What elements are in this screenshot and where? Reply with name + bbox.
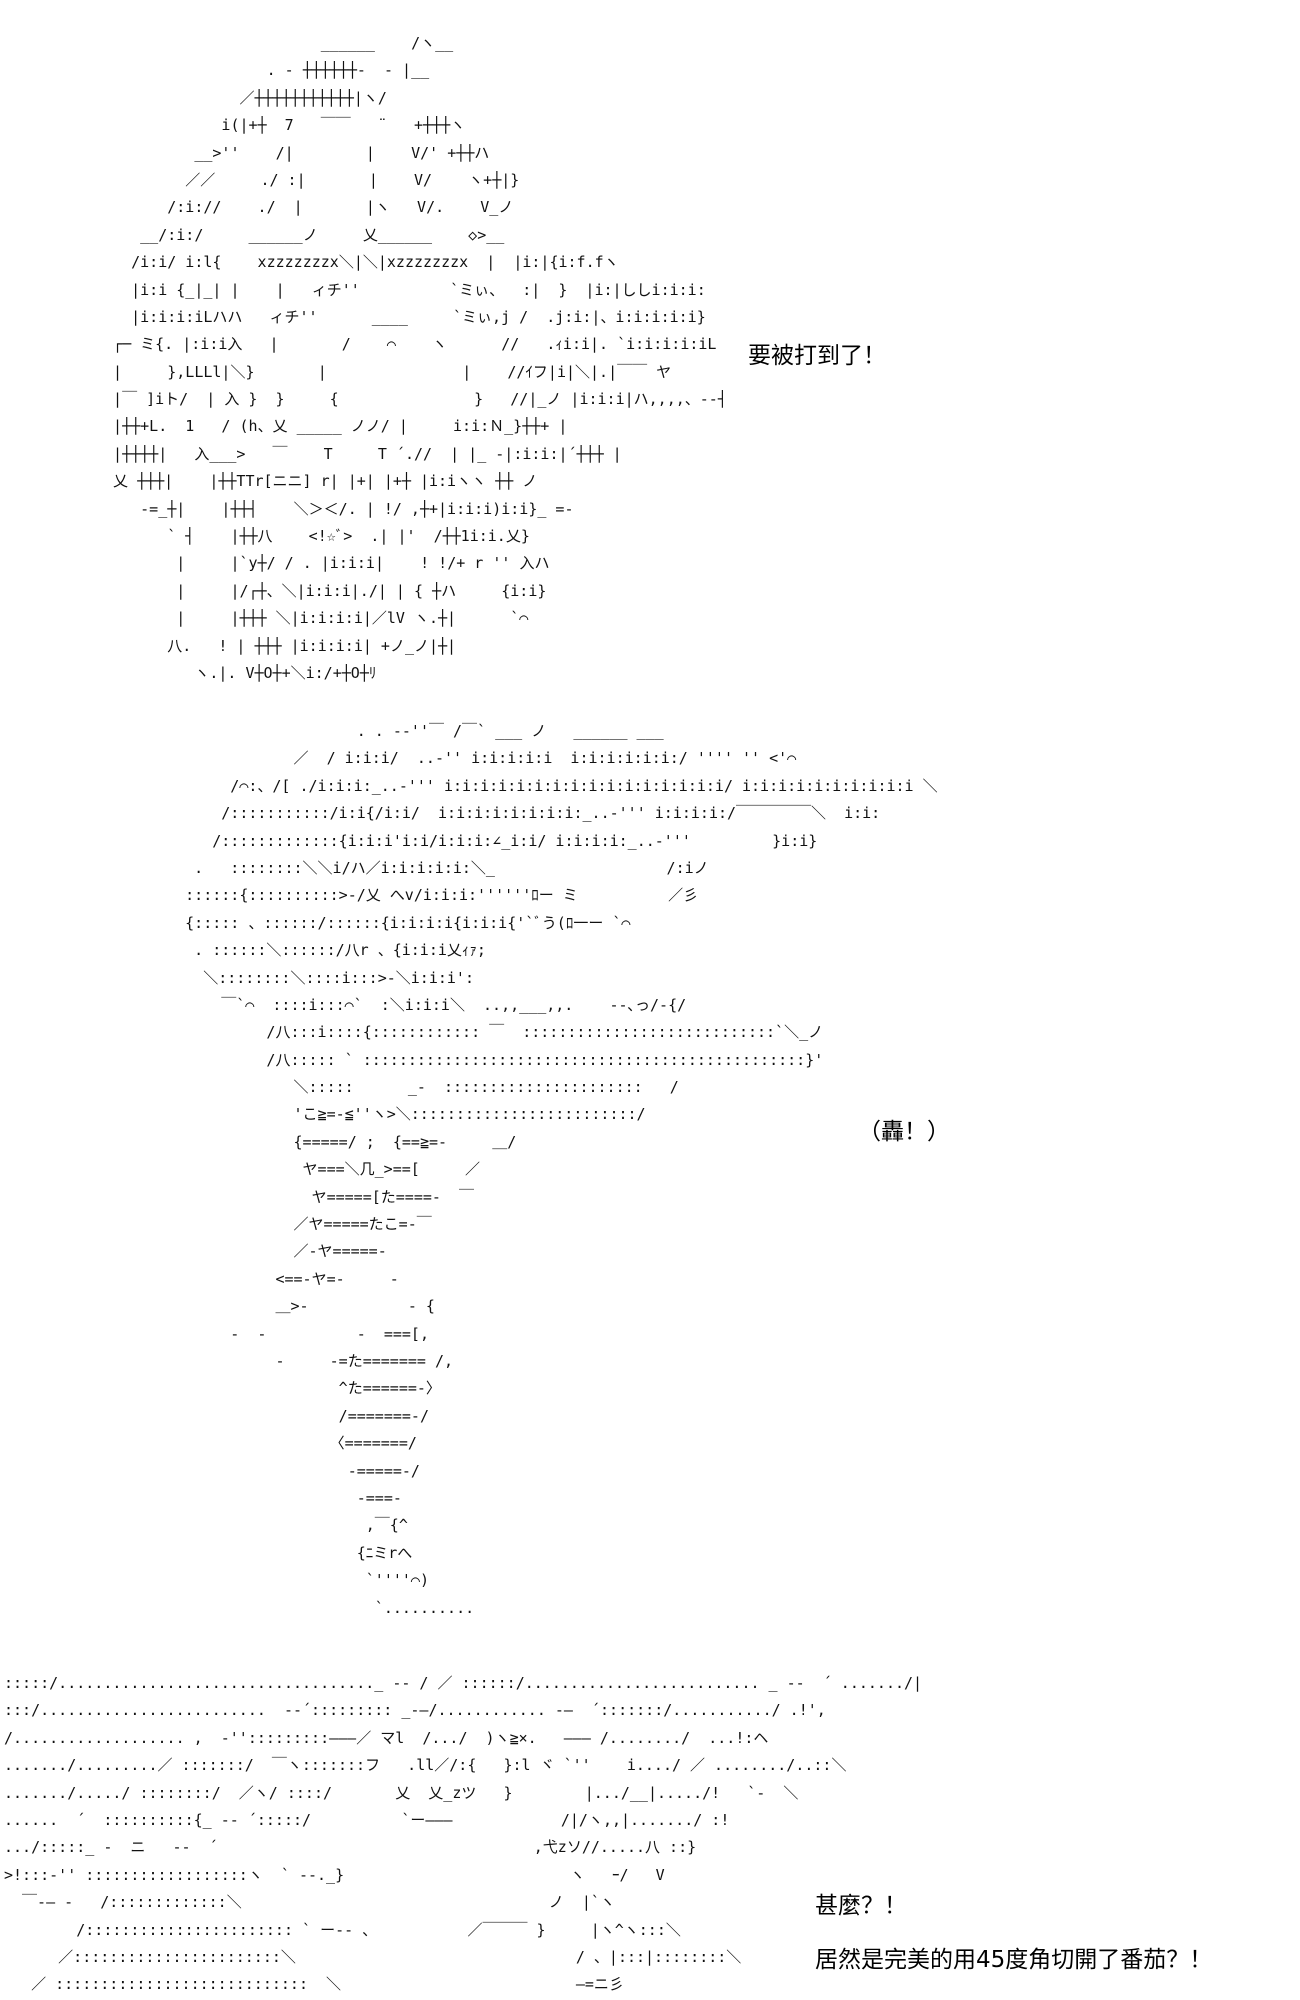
ascii-art-line: -===- [140, 1488, 402, 1507]
ascii-art-line: | |`y┼/ / . |i:i:i| ! !/+ r '' 入ハ [95, 554, 550, 573]
ascii-art-line: {::::: 、::::::/::::::{i:i:i:i{i:i:i{'`ﾞう… [140, 913, 631, 932]
ascii-art-line: /::::::::::::::::::::::: ` ー‐- 、 ／￣￣￣ } … [4, 1920, 681, 1939]
ascii-art-line: 〈=======/ [140, 1434, 417, 1453]
ascii-art-line: ／／ ./ :| | V/ ヽ+┼|} [95, 170, 520, 189]
ascii-art-line: {ﾆミrへ [140, 1543, 413, 1562]
ascii-art-line: ` ┤ |┼┼八 <!☆ﾞ> .| |' /┼┼1i:i.乂} [95, 527, 530, 546]
ascii-art-line: ＼::::::::＼::::i:::>-＼i:i:i': [140, 968, 474, 987]
ascii-art-line: | |/┌┼、＼|i:i:i|./| | { ┼ハ {i:i} [95, 581, 547, 600]
ascii-art-line: | |┼┼┼ ＼|i:i:i:i|／lV ヽ.┼| `⌒ [95, 609, 529, 628]
ascii-art-line: <==-ヤ=- - [140, 1269, 399, 1288]
ascii-art-panel-3: :::::/..................................… [4, 1670, 922, 1999]
ascii-art-line: |┼┼+L. 1 / (h、乂 _____ ノノ/ | i:i:Ｎ_}┼┼+ | [95, 417, 568, 436]
ascii-art-line: ヤ===＼几_>==[ ／ [140, 1160, 480, 1179]
ascii-art-line: -=====-/ [140, 1461, 420, 1480]
ascii-art-line: {=====/ ; {==≧=- ＿/ [140, 1132, 517, 1151]
ascii-art-line: ......./...../ ::::::::/ ／ヽ/ ::::/ 乂 乂_z… [4, 1783, 799, 1802]
ascii-art-line: /⌒:、/[ ./i:i:i:_..-''' i:i:i:i:i:i:i:i:i… [140, 776, 938, 795]
ascii-art-line: ,￣{^ [140, 1516, 408, 1535]
ascii-art-line: . . -‐''￣ /￣` ___ ノ ______ ___ [140, 722, 664, 740]
ascii-art-line: ／:::::::::::::::::::::::＼ / 、|:::|::::::… [4, 1947, 742, 1966]
ascii-art-line: /i:i/ i:l{ xzzzzzzzx＼|＼|xzzzzzzzx | |i:|… [95, 253, 619, 272]
ascii-art-line: ^た======-〉 [140, 1379, 441, 1398]
ascii-art-line: /八:::i::::{:::::::::::: ￣ ::::::::::::::… [140, 1023, 824, 1042]
ascii-art-line: ...... ´ ::::::::::{_ -‐ ´:::::/ `ー――― /… [4, 1810, 730, 1829]
ascii-art-line: . ::::::::＼＼i/ハ／i:i:i:i:i:＼_ /:iノ [140, 858, 709, 877]
ascii-art-line: - - - ===[, [140, 1324, 429, 1343]
ascii-art-line: :::/......................... -‐´:::::::… [4, 1701, 826, 1720]
ascii-art-line: /:i:// ./ | |ヽ V/. V_ノ [95, 198, 514, 217]
ascii-art-line: ／ :::::::::::::::::::::::::::: ＼ ―=ニ彡 [4, 1975, 624, 1994]
ascii-art-line: ￣`⌒ ::::i:::⌒` :＼i:i:i＼ ..,,___,,. --､っ/… [140, 995, 687, 1014]
dialogue-panel-3-line-1: 甚麼？！ [815, 1893, 907, 1919]
dialogue-panel-3-line-2: 居然是完美的用45度角切開了番茄？！ [815, 1947, 1213, 1973]
ascii-art-line: /:::::::::::/i:i{/i:i/ i:i:i:i:i:i:i:i:_… [140, 804, 881, 823]
ascii-art-line: ＼::::: _- :::::::::::::::::::::: / [140, 1078, 679, 1097]
ascii-art-line: i(|+┼ 7 ￣￣ ¨ +┼┼┼ヽ [95, 116, 466, 135]
ascii-art-line: 乂 ┼┼┼| |┼┼TTr[ニニ] r| |+| |+┼ |i:iヽヽ ┼┼ ノ [95, 472, 538, 491]
ascii-art-line: ／-ヤ=====- [140, 1242, 387, 1261]
ascii-art-line: /................... , -'':::::::::―――／ … [4, 1728, 769, 1747]
ascii-art-line: ......./.........／ :::::::/ ￣ヽ:::::::フ .… [4, 1756, 847, 1775]
ascii-art-panel-1: ______ /ヽ__ . - ┼┼┼┼┼┼- ‐ |__ ／┼┼┼┼┼┼┼┼┼… [95, 30, 727, 687]
ascii-art-line: ／┼┼┼┼┼┼┼┼┼┼┼|ヽ/ [95, 88, 387, 107]
ascii-art-line: . ::::::＼::::::/八r 、{i:i:i乂ｨｧ; [140, 941, 486, 960]
ascii-art-line: ヤ=====[た====- ￣ [140, 1187, 474, 1206]
ascii-art-line: /八::::: ` ::::::::::::::::::::::::::::::… [140, 1050, 824, 1069]
ascii-art-line: |￣ ]iト/ | 入 } } { } //|_ノ |i:i:i|ハ,,,,、-… [95, 390, 727, 409]
ascii-art-line: >!:::-'' ::::::::::::::::::ヽ ` ‐-._} ヽ ｰ… [4, 1865, 665, 1884]
ascii-art-line: __/:i:/ ______ノ 乂______ ◇>__ [95, 225, 505, 244]
ascii-art-line: ヽ.|. V┼O┼+＼i:/+┼O┼ﾘ [95, 663, 377, 682]
ascii-art-line: 'こ≧=-≦''ヽ>＼:::::::::::::::::::::::::/ [140, 1105, 646, 1124]
ascii-art-line: ／ヤ=====たこ=-￣ [140, 1215, 432, 1234]
ascii-art-line: |┼┼┼┼| 入___> ￣ T T ´.// | |_ -|:i:i:|´┼┼… [95, 444, 622, 463]
ascii-art-line: ______ /ヽ__ [95, 34, 454, 52]
ascii-art-line: __>'' /| | V/' +┼┼ハ [95, 143, 490, 162]
ascii-art-line: ￣-― - /:::::::::::::＼ ノ |`ヽ [4, 1893, 615, 1912]
ascii-art-line: | },LLLl|＼} | | //ｲフ|i|＼|.|￣￣ ヤ [95, 362, 672, 381]
ascii-art-line: `.......... [140, 1598, 475, 1617]
ascii-art-line: 八. ! | ┼┼┼ |i:i:i:i| +ノ_ノ|┼| [95, 636, 457, 655]
ascii-art-line: :::::/..................................… [4, 1674, 923, 1692]
ascii-art-line: /:::::::::::::{i:i:i'i:i/i:i:i:∠_i:i/ i:… [140, 831, 818, 850]
ascii-art-line: /=======-/ [140, 1406, 429, 1425]
ascii-art-line: ┌─ ミ{. |:i:i入 | / ⌒ ヽ // .ｨi:i|. `i:i:i:… [95, 335, 717, 354]
ascii-art-line: |i:i {_|_| | | ィチ'' `ミぃ、 :| } |i:|ししi:i:… [95, 280, 706, 299]
dialogue-panel-1: 要被打到了！ [748, 343, 886, 369]
dialogue-panel-2-sound-effect: （轟！） [858, 1119, 950, 1145]
ascii-art-line: ／ / i:i:i/ ..-'' i:i:i:i:i i:i:i:i:i:i:/… [140, 749, 797, 768]
ascii-art-line: ＿>- - { [140, 1297, 435, 1316]
ascii-art-panel-2: . . -‐''￣ /￣` ___ ノ ______ ___ ／ / i:i:i… [140, 718, 938, 1622]
ascii-art-line: `''''⌒) [140, 1571, 429, 1590]
ascii-art-line: |i:i:i:iLハハ ィチ'' ____ `ミぃ,j / .j:i:|、i:i… [95, 307, 706, 326]
ascii-art-line: . - ┼┼┼┼┼┼- ‐ |__ [95, 61, 430, 80]
ascii-art-line: - -=た======= /, [140, 1351, 454, 1370]
ascii-art-line: -=_┼| |┼┼┤ ＼＞＜/. | !/ ,┼+|i:i:i)i:i}_ =- [95, 499, 574, 518]
ascii-art-line: .../:::::_ - ニ -‐ ´ ,弋zソ//.....八 ::} [4, 1838, 697, 1857]
ascii-art-line: ::::::{::::::::::>-/乂 へv/i:i:i:''''''ﾛー … [140, 886, 699, 905]
